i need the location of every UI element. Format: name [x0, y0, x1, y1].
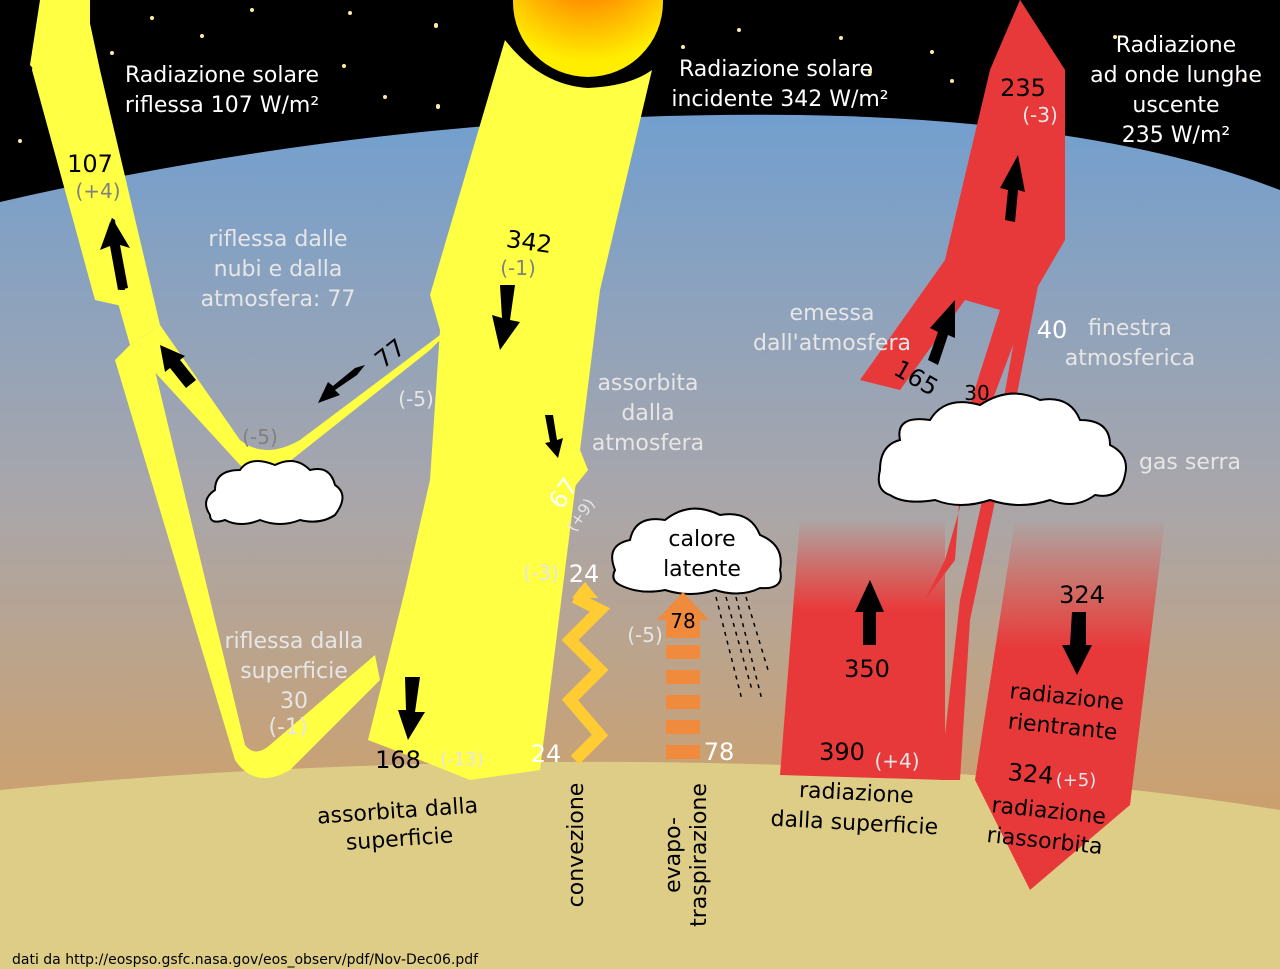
value-outgoing-lw-delta: (-3)	[1022, 103, 1058, 127]
value-evapo-top: 78	[670, 609, 695, 633]
value-convection-top: 24	[569, 560, 600, 588]
direction-arrows	[100, 155, 1092, 740]
label-convection: convezione	[564, 783, 589, 908]
value-reflected-total: 107	[67, 150, 113, 178]
label-absorbed-atm-2: dalla	[621, 401, 674, 426]
value-outgoing-lw: 235	[1000, 74, 1046, 102]
label-absorbed-atm-1: assorbita	[597, 371, 698, 396]
convection-arrow	[561, 587, 611, 765]
surface-reflection-branch	[115, 345, 380, 778]
value-incident-delta: (-1)	[500, 256, 536, 280]
label-latent-1: calore	[668, 527, 735, 552]
value-reflected-total-delta: (+4)	[75, 179, 120, 203]
earth-surface	[0, 761, 1280, 969]
label-reflected-surface-4: (-1)	[268, 715, 307, 740]
value-reabsorbed-delta: (+5)	[1056, 770, 1097, 791]
label-solar-incident-1: Radiazione solare	[679, 57, 873, 82]
label-surface-rad-1: radiazione	[798, 778, 914, 809]
value-reflected-clouds-delta-2: (-5)	[242, 425, 278, 449]
incoming-solar-beam	[368, 40, 652, 780]
label-longwave-3: uscente	[1132, 93, 1219, 118]
value-reabsorbed: 324	[1007, 758, 1055, 790]
value-evapo-delta: (-5)	[627, 623, 663, 647]
surface-radiation-band	[780, 520, 945, 780]
cloud-reflection-branch	[130, 320, 460, 473]
label-longwave-4: 235 W/m²	[1122, 123, 1230, 148]
label-window-2: atmosferica	[1065, 346, 1195, 371]
label-evapo-2: traspirazione	[687, 783, 712, 927]
label-solar-reflected-1: Radiazione solare	[125, 63, 319, 88]
cloud-left	[205, 460, 344, 525]
value-surface-total: 390	[819, 738, 865, 766]
value-absorbed-surface: 168	[375, 746, 421, 774]
label-solar-incident-2: incidente 342 W/m²	[671, 87, 888, 112]
cloud-latent-heat	[611, 507, 782, 595]
value-surface-total-delta: (+4)	[874, 749, 919, 773]
value-convection-bottom: 24	[531, 740, 562, 768]
label-reflected-clouds-2: nubi e dalla	[214, 257, 343, 282]
label-greenhouse: gas serra	[1139, 450, 1241, 475]
value-surface-up: 350	[844, 655, 890, 683]
value-convection-delta: (-3)	[523, 561, 559, 585]
value-window: 40	[1037, 316, 1068, 344]
cloud-greenhouse	[877, 392, 1127, 506]
stars	[18, 8, 1246, 143]
back-radiation-band	[975, 520, 1165, 890]
value-evapo-bottom: 78	[704, 738, 735, 766]
window-beam	[940, 250, 1045, 780]
label-latent-2: latente	[663, 557, 741, 582]
value-back-rad: 324	[1059, 581, 1105, 609]
label-evapo-1: evapo-	[661, 817, 686, 893]
value-absorbed-surface-delta: (-13)	[440, 749, 483, 770]
source-citation: dati da http://eospso.gsfc.nasa.gov/eos_…	[12, 952, 479, 968]
label-longwave-1: Radiazione	[1116, 33, 1236, 58]
evapotranspiration-arrow	[657, 592, 709, 759]
label-solar-reflected-2: riflessa 107 W/m²	[125, 93, 319, 118]
label-reflected-surface-1: riflessa dalla	[224, 629, 363, 654]
label-absorbed-atm-3: atmosfera	[592, 431, 704, 456]
label-reflected-clouds-3: atmosfera: 77	[201, 287, 356, 312]
label-reflected-surface-3: 30	[280, 689, 308, 714]
label-reflected-clouds-1: riflessa dalle	[208, 227, 347, 252]
label-window-1: finestra	[1088, 316, 1172, 341]
label-reflected-surface-2: superficie	[240, 659, 348, 684]
label-longwave-2: ad onde lunghe	[1090, 63, 1262, 88]
sun-icon	[513, 0, 663, 77]
value-emitted-clouds: 30	[964, 381, 989, 405]
label-emitted-atm-1: emessa	[790, 301, 875, 326]
rain-icon	[715, 596, 769, 701]
label-emitted-atm-2: dall'atmosfera	[753, 331, 911, 356]
value-incident: 342	[504, 225, 553, 259]
value-reflected-clouds-delta-1: (-5)	[398, 387, 434, 411]
